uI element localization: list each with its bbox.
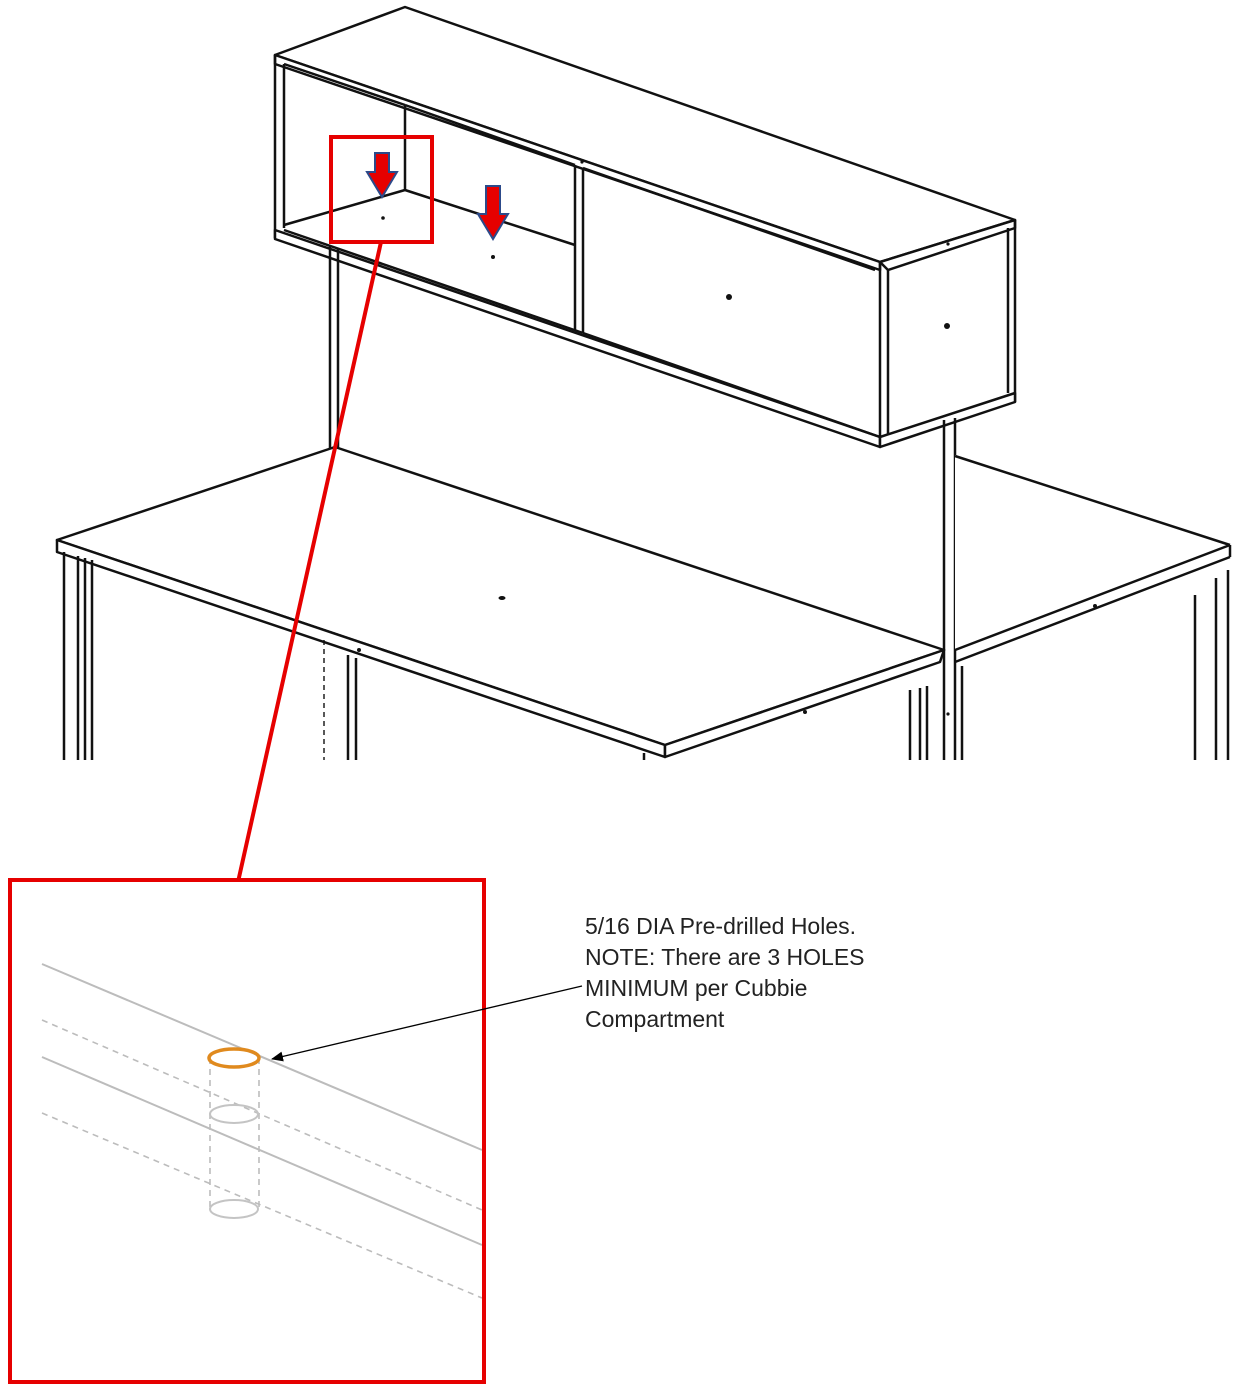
down-arrow-icon [365,152,399,199]
connector-line [236,241,383,883]
highlight-box [329,135,434,244]
callout-line: MINIMUM per Cubbie [585,975,808,1001]
down-arrow-icon [476,185,510,241]
detail-view [8,878,486,1384]
callout-line: 5/16 DIA Pre-drilled Holes. [585,913,857,939]
callout-line: Compartment [585,1006,725,1032]
desk [55,445,1232,760]
hole-highlight [207,1047,261,1069]
leader-arrow-icon [271,985,583,1062]
hutch-cabinet [273,5,1017,449]
callout-note: 5/16 DIA Pre-drilled Holes. NOTE: There … [585,911,945,1035]
callout-line: NOTE: There are 3 HOLES [585,944,865,970]
